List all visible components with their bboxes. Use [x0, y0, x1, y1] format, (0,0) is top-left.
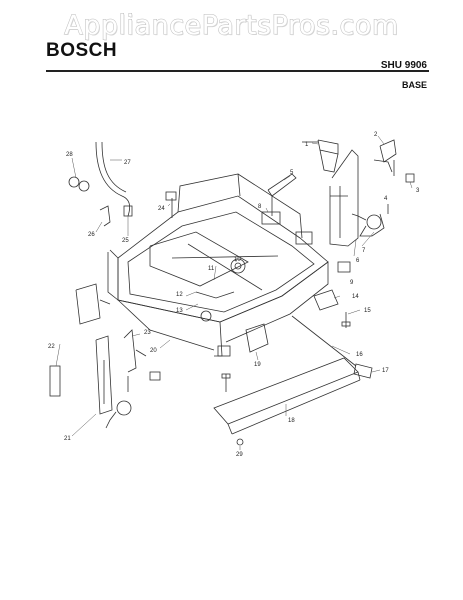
- part-1-bracket: [302, 139, 339, 173]
- callout-18: 18: [288, 418, 295, 424]
- part-3-clip-left: [149, 371, 161, 381]
- site-watermark: AppliancePartsPros.com: [64, 10, 399, 42]
- callout-labels: 1 2 3 4 5 6 7 8 9 10 11 12 13 14 15 16 1…: [48, 132, 420, 458]
- part-19-bracket: [245, 323, 269, 353]
- callout-23: 23: [144, 330, 151, 336]
- part-18-kick-plate: [213, 357, 361, 435]
- callout-13: 13: [176, 308, 183, 314]
- callout-7: 7: [362, 248, 366, 254]
- part-6-side-bracket: [329, 149, 359, 247]
- part-5-rail-right: [267, 173, 297, 216]
- part-2-bracket: [373, 139, 397, 176]
- callout-10: 10: [234, 257, 241, 263]
- header-rule: [46, 70, 429, 72]
- callout-9: 9: [350, 280, 354, 286]
- part-25-connector: [123, 205, 133, 217]
- callout-24: 24: [158, 206, 165, 212]
- callout-27: 27: [124, 160, 131, 166]
- base-tub: [107, 173, 329, 357]
- callout-8: 8: [258, 204, 262, 210]
- callout-5: 5: [290, 170, 294, 176]
- part-15-bolt-left: [221, 373, 231, 392]
- part-8-housing-b: [295, 231, 313, 245]
- part-14-block: [313, 289, 339, 311]
- part-17-end-cap: [353, 363, 373, 379]
- part-15-bolt-right: [341, 312, 351, 328]
- model-number: SHU 9906: [380, 60, 427, 71]
- part-22-handle: [49, 365, 61, 397]
- part-24-bolt: [165, 191, 177, 218]
- callout-29: 29: [236, 452, 243, 458]
- callout-25: 25: [122, 238, 129, 244]
- callout-1: 1: [305, 142, 309, 148]
- part-27-hose: [95, 141, 131, 217]
- callout-17: 17: [382, 368, 389, 374]
- callout-16: 16: [356, 352, 363, 358]
- part-8-housing-a: [261, 211, 281, 225]
- callout-6: 6: [356, 258, 360, 264]
- part-23-bracket: [123, 329, 147, 373]
- leader-lines: [55, 135, 413, 450]
- callout-26: 26: [88, 232, 95, 238]
- part-28-clamps: [68, 176, 90, 192]
- part-7-float-switch-left: [105, 376, 132, 429]
- callout-12: 12: [176, 292, 183, 298]
- callout-14: 14: [352, 294, 359, 300]
- callout-15: 15: [364, 308, 371, 314]
- part-29-screw: [236, 438, 244, 446]
- callout-22: 22: [48, 344, 55, 350]
- part-7-float-switch: [351, 204, 389, 237]
- part-9-clip-left: [217, 345, 231, 357]
- brand-logo: BOSCH: [46, 40, 118, 61]
- part-26-clip: [99, 205, 111, 227]
- callout-20: 20: [150, 348, 157, 354]
- part-21-frame: [95, 335, 113, 415]
- callout-3: 3: [416, 188, 420, 194]
- part-3-clip: [405, 173, 415, 183]
- part-9-clip-right: [337, 261, 351, 273]
- part-16-rod: [291, 315, 357, 367]
- callout-11: 11: [208, 266, 215, 272]
- section-title: BASE: [401, 80, 427, 90]
- part-5-rail-left: [75, 283, 111, 325]
- callout-2: 2: [374, 132, 378, 138]
- callout-21: 21: [64, 436, 71, 442]
- callout-19: 19: [254, 362, 261, 368]
- callout-28: 28: [66, 152, 73, 158]
- callout-4: 4: [384, 196, 388, 202]
